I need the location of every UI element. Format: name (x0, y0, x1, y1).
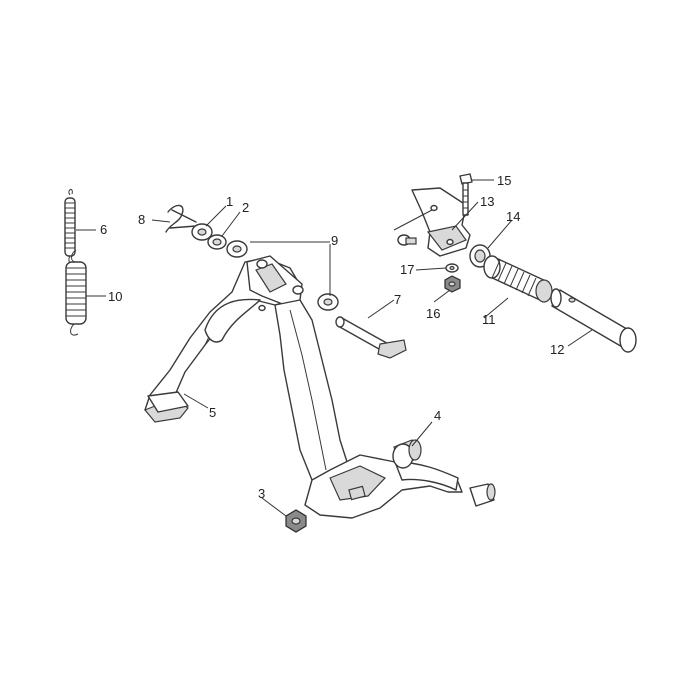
part-1-washer[interactable] (191, 223, 213, 241)
lever-end-cap[interactable] (469, 483, 496, 507)
part-7-pin[interactable] (335, 316, 407, 359)
callout-9: 9 (331, 233, 338, 248)
callout-7: 7 (394, 292, 401, 307)
callout-15: 15 (497, 173, 511, 188)
part-4-bushing[interactable] (392, 439, 422, 469)
callout-2: 2 (242, 200, 249, 215)
callout-17: 17 (400, 262, 414, 277)
part-6-spring[interactable] (64, 188, 76, 271)
part-17-washer[interactable] (445, 263, 459, 273)
callout-4: 4 (434, 408, 441, 423)
callout-12: 12 (550, 342, 564, 357)
callout-10: 10 (108, 289, 122, 304)
part-15-bolt[interactable] (459, 173, 473, 216)
callout-13: 13 (480, 194, 494, 209)
part-10-spring[interactable] (65, 249, 87, 336)
callout-16: 16 (426, 306, 440, 321)
callout-6: 6 (100, 222, 107, 237)
callout-1: 1 (226, 194, 233, 209)
leader-lines (76, 179, 593, 517)
bracket-screw[interactable] (397, 234, 417, 246)
callout-11: 11 (482, 312, 496, 327)
part-16-nut[interactable] (444, 275, 461, 293)
part-11-grip[interactable] (483, 255, 553, 303)
part-3-nut[interactable] (285, 509, 307, 533)
part-9-washers[interactable] (226, 240, 339, 311)
callout-14: 14 (506, 209, 520, 224)
callout-labels: 1 2 3 4 5 6 7 8 9 10 11 12 13 14 15 16 1… (100, 173, 564, 501)
callout-8: 8 (138, 212, 145, 227)
callout-5: 5 (209, 405, 216, 420)
part-12-tube[interactable] (550, 288, 637, 353)
part-2-washer[interactable] (207, 234, 227, 250)
part-8-clip[interactable] (165, 204, 197, 233)
part-13-bracket[interactable] (411, 187, 471, 257)
callout-3: 3 (258, 486, 265, 501)
part-5-center-stand[interactable] (144, 255, 463, 519)
